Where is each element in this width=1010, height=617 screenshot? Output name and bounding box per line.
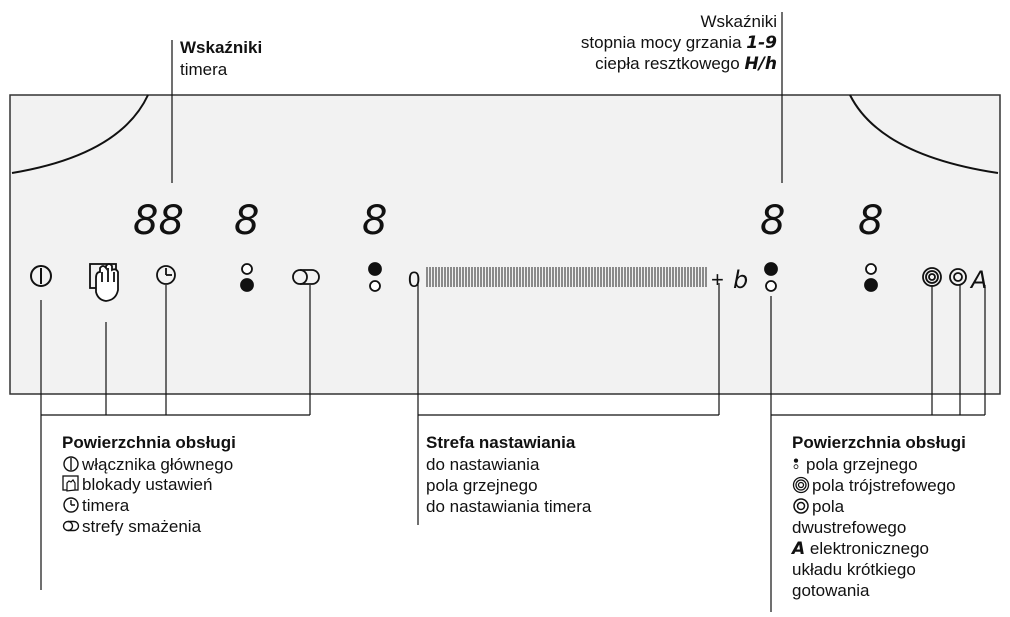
setting-zone-line: pola grzejnego — [426, 476, 538, 495]
quick-cook-icon: A — [792, 539, 806, 559]
power-indicators-line2: ciepła resztkowego H/h — [595, 54, 777, 74]
control-right-title: Powierzchnia obsługi — [792, 433, 966, 452]
setting-zone-line: do nastawiania timera — [426, 497, 592, 516]
frying-zone-icon[interactable] — [292, 269, 320, 285]
cooking-zone-arc-right — [849, 94, 999, 174]
power-icon[interactable] — [30, 265, 52, 287]
child-lock-icon[interactable] — [89, 263, 119, 302]
dual-zone-icon — [793, 498, 809, 514]
control-right-line-triple: pola trójstrefowego — [792, 476, 956, 496]
control-left-item-power: włącznika głównego — [62, 455, 233, 475]
power-display-rear-left: 8 — [234, 198, 259, 244]
power-display-front-left: 8 — [362, 198, 387, 244]
setting-zone-line: do nastawiania — [426, 455, 540, 474]
frying-zone-icon — [62, 520, 80, 532]
control-panel — [9, 94, 1001, 395]
control-right-line-quickcook: A elektronicznego — [792, 539, 929, 559]
setting-slider[interactable] — [426, 267, 707, 287]
power-display-rear-right: 8 — [858, 198, 883, 244]
zone-indicator-front-right[interactable] — [764, 262, 778, 292]
timer-icon — [63, 497, 79, 513]
control-left-item-lock: blokady ustawień — [62, 475, 212, 495]
cooking-zone-arc-left — [11, 94, 149, 174]
power-display-front-right: 8 — [760, 198, 785, 244]
slider-plus-label: + — [711, 267, 724, 292]
control-right-line: dwustrefowego — [792, 518, 907, 537]
timer-indicators-subtitle: timera — [180, 60, 228, 79]
setting-zone-title: Strefa nastawiania — [426, 433, 576, 452]
control-left-item-frying: strefy smażenia — [62, 517, 201, 537]
triple-zone-icon[interactable] — [922, 267, 942, 287]
triple-zone-icon — [792, 476, 810, 494]
timer-display: 88 — [133, 198, 184, 244]
timer-icon[interactable] — [156, 265, 176, 285]
control-left-title: Powierzchnia obsługi — [62, 433, 236, 452]
booster-button[interactable]: b — [733, 266, 748, 294]
zone-position-icon — [793, 458, 799, 470]
digit-displays: 88 8 8 8 8 — [133, 198, 883, 244]
control-right-line-dual: pola — [792, 497, 844, 517]
zone-indicator-rear-left[interactable] — [240, 263, 254, 292]
control-left-item-timer: timera — [62, 496, 129, 516]
zone-indicator-front-left[interactable] — [368, 262, 382, 292]
power-indicators-line1: stopnia mocy grzania 1-9 — [580, 33, 777, 53]
leader-lines — [40, 12, 986, 612]
control-right-line-zone: pola grzejnego — [792, 455, 918, 475]
power-icon — [63, 456, 79, 472]
child-lock-icon — [62, 475, 79, 492]
control-right-line: układu krótkiego — [792, 560, 916, 579]
quick-cook-button[interactable]: A — [969, 266, 987, 294]
power-indicators-title: Wskaźniki — [700, 12, 777, 31]
slider-min-label: 0 — [408, 267, 420, 292]
timer-indicators-title: Wskaźniki — [180, 38, 263, 57]
control-right-line: gotowania — [792, 581, 870, 600]
dual-zone-icon[interactable] — [949, 268, 967, 286]
zone-indicator-rear-right[interactable] — [864, 263, 878, 292]
